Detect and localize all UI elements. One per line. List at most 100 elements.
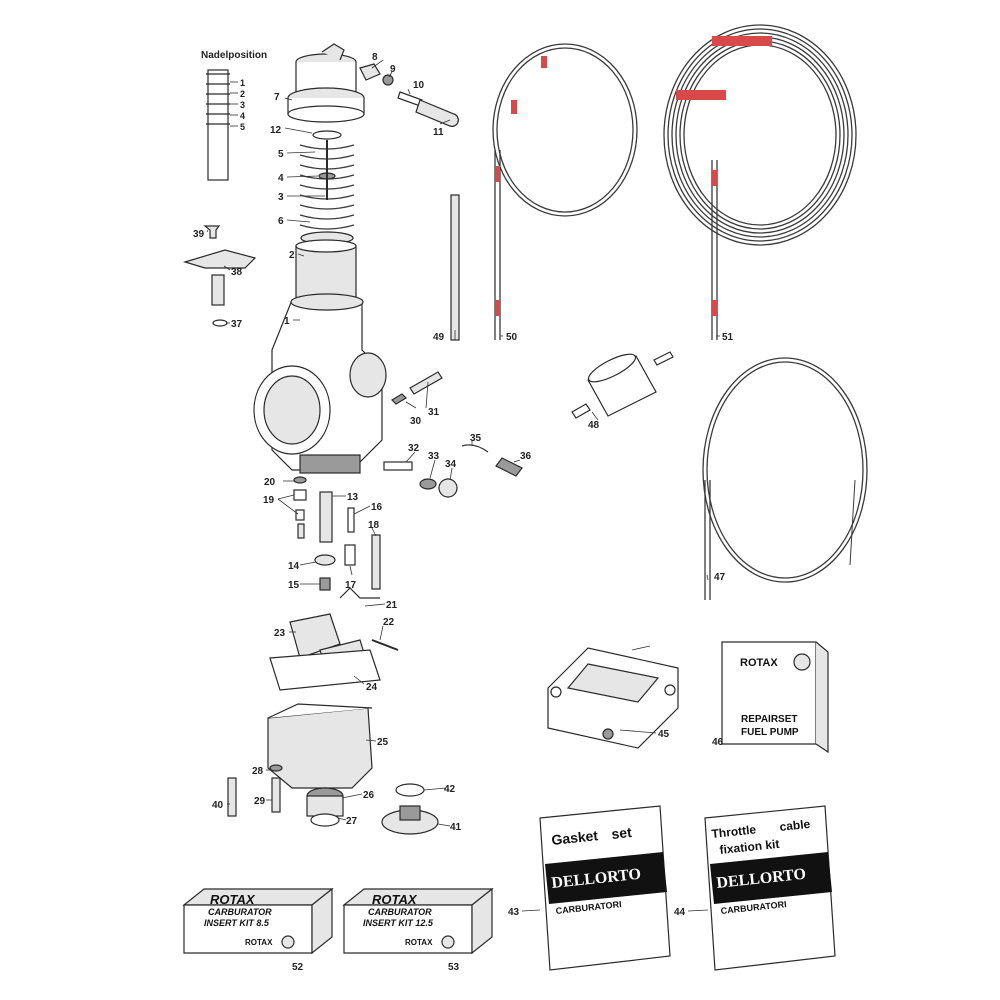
reed-block-part-45 bbox=[547, 645, 679, 749]
callout-50: 50 bbox=[506, 332, 518, 343]
callout-6: 6 bbox=[278, 216, 284, 227]
insert-kit-12-5-box-53: ROTAX CARBURATOR INSERT KIT 12.5 ROTAX bbox=[342, 887, 494, 955]
needle-pos-2: 2 bbox=[240, 89, 245, 99]
callout-51: 51 bbox=[722, 332, 734, 343]
parts-37-to-39 bbox=[182, 225, 257, 327]
callout-36: 36 bbox=[520, 451, 532, 462]
parts-8-to-11 bbox=[359, 63, 459, 127]
callout-10: 10 bbox=[413, 80, 425, 91]
callout-42: 42 bbox=[444, 784, 456, 795]
float-assembly-21-to-24 bbox=[269, 587, 399, 691]
callout-44: 44 bbox=[674, 907, 686, 918]
callout-17: 17 bbox=[345, 580, 357, 591]
callout-5: 5 bbox=[278, 149, 284, 160]
callout-20: 20 bbox=[264, 477, 276, 488]
callout-15: 15 bbox=[288, 580, 300, 591]
insert-85-brand: ROTAX bbox=[210, 892, 256, 907]
callout-46: 46 bbox=[712, 737, 724, 748]
carb-cap-part-7 bbox=[287, 43, 365, 123]
insert-125-line2: INSERT KIT 12.5 bbox=[363, 918, 434, 928]
spring-and-clips bbox=[299, 130, 355, 245]
gasket-set-line1: Gasket bbox=[551, 827, 599, 848]
callout-39: 39 bbox=[193, 229, 205, 240]
insert-kit-8-5-box-52: ROTAX CARBURATOR INSERT KIT 8.5 ROTAX bbox=[182, 887, 334, 955]
callout-35: 35 bbox=[470, 433, 482, 444]
throttle-line2: cable bbox=[779, 817, 811, 834]
insert-85-line2: INSERT KIT 8.5 bbox=[204, 918, 270, 928]
callout-32: 32 bbox=[408, 443, 420, 454]
insert-85-line1: CARBURATOR bbox=[208, 907, 272, 917]
callout-28: 28 bbox=[252, 766, 264, 777]
float-bowl-part-25 bbox=[267, 703, 373, 789]
repairset-line2: FUEL PUMP bbox=[741, 727, 799, 738]
callout-48: 48 bbox=[588, 420, 600, 431]
insert-125-brand: ROTAX bbox=[372, 892, 418, 907]
callout-14: 14 bbox=[288, 561, 300, 572]
callout-43: 43 bbox=[508, 907, 520, 918]
callout-8: 8 bbox=[372, 52, 378, 63]
callout-38: 38 bbox=[231, 267, 243, 278]
callout-12: 12 bbox=[270, 125, 282, 136]
callout-16: 16 bbox=[371, 502, 383, 513]
callout-23: 23 bbox=[274, 628, 286, 639]
repairset-line1: REPAIRSET bbox=[741, 714, 798, 725]
callout-31: 31 bbox=[428, 407, 440, 418]
callout-7: 7 bbox=[274, 92, 280, 103]
callout-13: 13 bbox=[347, 492, 359, 503]
throttle-cable-kit-bag-44: Throttle cable fixation kit DELLORTO CAR… bbox=[704, 805, 836, 971]
callout-52: 52 bbox=[292, 962, 304, 973]
repairset-fuel-pump-kit-46: ROTAX REPAIRSET FUEL PUMP bbox=[721, 641, 829, 754]
callout-40: 40 bbox=[212, 800, 224, 811]
callout-26: 26 bbox=[363, 790, 375, 801]
repairset-brand: ROTAX bbox=[740, 657, 778, 669]
jets-parts-13-to-20 bbox=[293, 476, 381, 591]
carb-body-part-1 bbox=[253, 293, 387, 474]
bottom-parts-26-to-42 bbox=[227, 764, 439, 835]
callout-1: 1 bbox=[284, 316, 290, 327]
callout-30: 30 bbox=[410, 416, 422, 427]
callout-2: 2 bbox=[289, 250, 295, 261]
callout-11: 11 bbox=[433, 127, 444, 138]
insert-125-footer: ROTAX bbox=[405, 938, 433, 947]
callout-3: 3 bbox=[278, 192, 284, 203]
insert-125-line1: CARBURATOR bbox=[368, 907, 432, 917]
callout-25: 25 bbox=[377, 737, 389, 748]
gasket-set-line2: set bbox=[611, 824, 633, 842]
callout-22: 22 bbox=[383, 617, 395, 628]
callout-9: 9 bbox=[390, 64, 396, 75]
needle-pos-4: 4 bbox=[240, 111, 245, 121]
needle-pos-1: 1 bbox=[240, 78, 245, 88]
fuel-filter-part-48 bbox=[571, 351, 674, 419]
needle-pos-3: 3 bbox=[240, 100, 245, 110]
callout-47: 47 bbox=[714, 572, 726, 583]
callout-49: 49 bbox=[433, 332, 445, 343]
callout-34: 34 bbox=[445, 459, 457, 470]
callout-labels: 8 9 10 11 7 12 5 4 3 6 2 1 39 38 37 20 1… bbox=[193, 52, 734, 973]
cable-coil-part-51 bbox=[663, 24, 857, 340]
needle-position-inset: Nadelposition 1 2 3 4 5 bbox=[201, 50, 267, 181]
cable-coil-part-50 bbox=[492, 43, 638, 340]
insert-85-footer: ROTAX bbox=[245, 938, 273, 947]
cable-sleeve-part-49 bbox=[450, 194, 460, 341]
callout-45: 45 bbox=[658, 729, 670, 740]
callout-19: 19 bbox=[263, 495, 275, 506]
throttle-line1: Throttle bbox=[711, 822, 757, 841]
parts-30-to-36 bbox=[383, 371, 523, 498]
callout-33: 33 bbox=[428, 451, 440, 462]
callout-24: 24 bbox=[366, 682, 378, 693]
callout-4: 4 bbox=[278, 173, 284, 184]
callout-37: 37 bbox=[231, 319, 243, 330]
callout-29: 29 bbox=[254, 796, 266, 807]
needle-pos-5: 5 bbox=[240, 122, 245, 132]
leader-lines bbox=[206, 59, 720, 912]
needle-position-title: Nadelposition bbox=[201, 50, 267, 61]
cable-part-47 bbox=[702, 357, 868, 600]
gasket-set-bag-43: Gasket set DELLORTO CARBURATORI bbox=[539, 805, 671, 971]
callout-27: 27 bbox=[346, 816, 358, 827]
throttle-line3: fixation kit bbox=[719, 837, 780, 857]
callout-53: 53 bbox=[448, 962, 460, 973]
callout-41: 41 bbox=[450, 822, 462, 833]
callout-21: 21 bbox=[386, 600, 398, 611]
callout-18: 18 bbox=[368, 520, 380, 531]
